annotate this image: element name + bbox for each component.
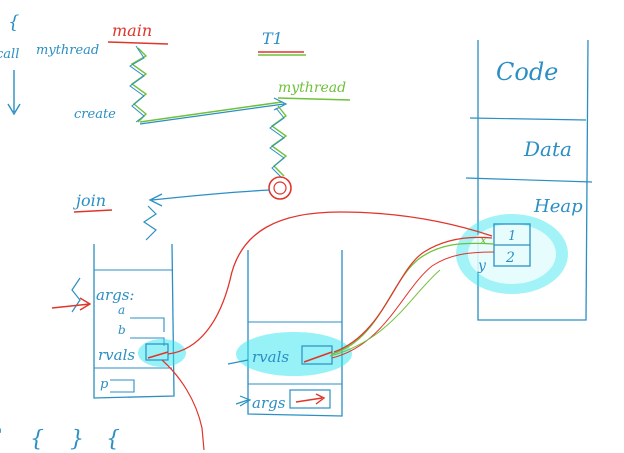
thread-exit-circle [268,176,292,200]
bottom-brace-2: } [70,427,84,452]
thread-rvals-label: rvals [252,348,289,366]
left-brace: { [8,12,19,33]
join-label: join [73,191,106,210]
main-args-label: args: [96,286,134,304]
thread-args-box [289,389,331,409]
main-rvals-down-line [161,359,205,451]
frame-brace [71,277,81,313]
heap-var-y: y [477,258,487,274]
bottom-brace-3: { [106,427,120,452]
heap-value-y: 2 [505,250,515,266]
create-label: create [74,107,116,122]
data-heap-divider [465,177,593,183]
thread-rvals-to-heap-red [333,236,493,353]
heap-value-x: 1 [508,229,516,244]
main-rvals-pointer [147,351,169,359]
t1-mythread-label: mythread [278,80,346,96]
main-rvals-to-heap-arrow [167,211,493,355]
code-label: Code [496,58,558,86]
main-rvals-label: rvals [98,346,135,364]
create-arrow [139,97,288,125]
call-text: call [0,47,19,62]
code-data-divider [469,117,587,121]
heap-var-x: x [480,233,487,247]
svg-text:': ' [0,425,2,444]
t1-label: T1 [262,29,283,48]
stack-pointer-arrow [51,297,92,311]
main-label: main [112,21,152,40]
thread-rvals-highlight [236,332,352,376]
create-arrow-green [139,101,283,123]
heap-label: Heap [533,196,583,217]
thread-args-arrow [235,395,252,407]
mythread-call-text: mythread [36,43,99,58]
flow-down-arrow [7,70,21,116]
bottom-brace-1: { [30,427,44,452]
t1-mythread-underline [277,97,351,101]
thread-args-label: args [252,394,286,412]
thread-rvals-to-heap-green [331,242,495,355]
thread-exit-circle-inner [273,181,287,195]
join-return-arrow [148,189,271,207]
main-p-label: p [100,377,109,392]
join-underline [73,209,113,213]
data-label: Data [523,137,572,161]
thread-args-pointer [295,393,326,405]
memory-block [477,39,589,321]
thread-stack-frame [247,250,343,417]
main-thread-squiggle-blue [129,45,145,123]
main-continue-squiggle [142,205,157,241]
main-field-a: a [118,303,125,317]
main-stack-frame [93,243,175,399]
t1-thread-squiggle-blue [269,107,285,179]
main-underline [107,41,169,45]
thread-rvals-pointer [303,351,333,363]
main-field-b: b [118,323,126,337]
main-thread-squiggle [130,47,148,123]
